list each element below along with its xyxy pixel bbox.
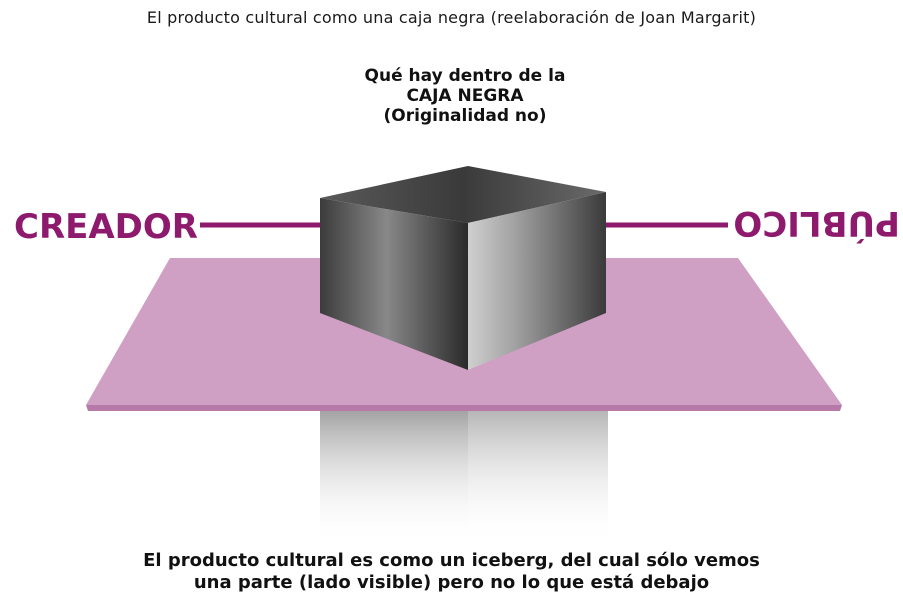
iceberg-caption: El producto cultural es como un iceberg,…	[0, 550, 903, 594]
diagram-caption: El producto cultural como una caja negra…	[146, 8, 757, 27]
box-question-label: Qué hay dentro de la CAJA NEGRA (Origina…	[300, 66, 630, 126]
submerged-box-right	[468, 395, 608, 545]
box-question-line-2: CAJA NEGRA	[406, 86, 524, 106]
box-question-line-3: (Originalidad no)	[383, 106, 547, 126]
black-box-diagram: CREADOR PÚBLICO	[14, 166, 900, 545]
iceberg-caption-line-1: El producto cultural es como un iceberg,…	[143, 550, 760, 571]
creator-label: CREADOR	[14, 207, 198, 247]
cube-left-face	[320, 198, 468, 370]
public-label: PÚBLICO	[733, 203, 900, 244]
iceberg-caption-line-2: una parte (lado visible) pero no lo que …	[193, 572, 710, 593]
box-question-line-1: Qué hay dentro de la	[364, 66, 566, 86]
cube-right-face	[468, 192, 606, 370]
submerged-box-left	[320, 395, 468, 545]
surface-plane-front-edge	[86, 405, 842, 411]
cube-top-face	[320, 166, 606, 223]
